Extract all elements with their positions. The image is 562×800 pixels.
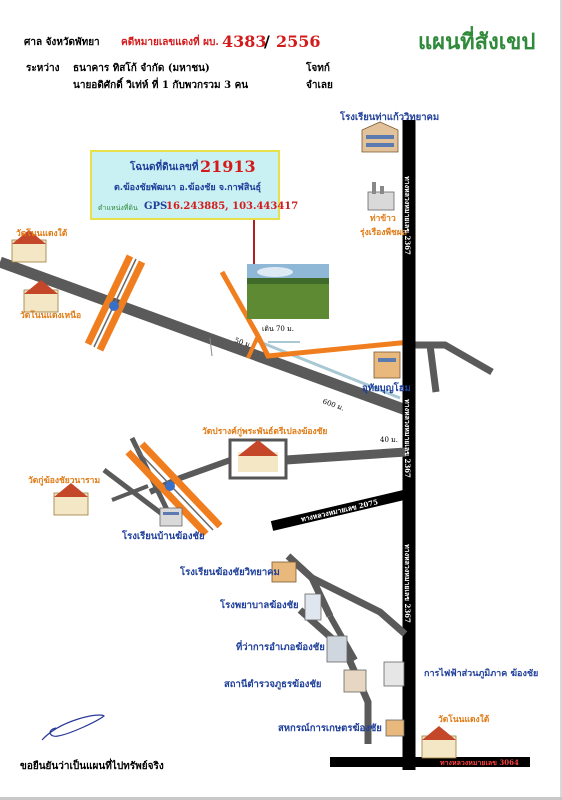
coop-icon (385, 719, 405, 737)
map-title: แผนที่สังเขป (418, 29, 536, 55)
land-photo (247, 264, 329, 319)
school-building-icon (271, 561, 297, 583)
distance-70: เดิน 70 ม. (262, 325, 294, 333)
certify-text: ขอยืนยันว่าเป็นแผนที่ไปทรัพย์จริง (20, 761, 164, 772)
plaintiff-role: โจทก์ (306, 63, 330, 74)
label-hospital: โรงพยาบาลฆ้องชัย (220, 600, 299, 611)
label-wat-nongdaengtai: วัดโนนแดงใต้ (16, 229, 68, 239)
temple-icon (421, 726, 457, 759)
label-rice-mill-2: รุ่งเรืองพืชผล (360, 228, 408, 238)
town-road-2 (310, 574, 408, 637)
label-district-office: ที่ว่าการอำเภอฆ้องชัย (236, 642, 325, 653)
label-wat-khongchai: วัดกู่ฆ้องชัยวนาราม (28, 476, 101, 486)
label-hwy-low: ทางหลวงหมายเลข 2367 (402, 544, 412, 623)
signature (41, 714, 105, 741)
label-police: สถานีตำรวจภูธรฆ้องชัย (224, 679, 322, 690)
label-road-3064: ทางหลวงหมายเลข 3064 (440, 758, 519, 767)
wat-road (285, 447, 407, 465)
gps-prefix: GPS (144, 201, 168, 212)
diagonal-road (0, 256, 408, 416)
case-slash: / (264, 32, 270, 51)
label-school-bankhong: โรงเรียนบ้านฆ้องชัย (122, 531, 205, 542)
road-2075 (270, 489, 410, 531)
defendant-name: นายอดิศักดิ์ วิเท่ห์ ที่ 1 กับพวกรวม 3 ค… (73, 80, 249, 91)
school-building-icon (159, 507, 183, 527)
court-label: ศาล จังหวัดพัทยา (24, 37, 100, 48)
label-uthumbun: อุทัยบุญโฮม (362, 383, 411, 394)
side-road-3 (111, 484, 149, 502)
case-label: คดีหมายเลขแดงที่ ผบ. (121, 37, 219, 48)
label-hwy-top: ทางหลวงหมายเลข 2367 (402, 176, 412, 255)
label-wat-nongdaengnuea: วัดโนนแดงเหนือ (20, 311, 82, 321)
temple-icon (228, 438, 288, 480)
temple-icon (23, 280, 59, 313)
school-building-icon (361, 121, 399, 153)
side-road-1 (102, 468, 172, 522)
case-year: 2556 (276, 32, 321, 51)
label-school-top: โรงเรียนท่าแก้ววิทยาคม (340, 112, 440, 123)
label-coop: สหกรณ์การเกษตรฆ้องชัย (278, 723, 382, 734)
distance-40: 40 ม. (380, 436, 398, 444)
right-branch-stub (426, 344, 440, 393)
access-road-branch (246, 335, 260, 359)
gps-label: ตำแหน่งที่ดิน (98, 204, 138, 212)
canal-line (254, 338, 401, 400)
page-border-right (560, 0, 562, 800)
right-branch-road (408, 341, 494, 376)
label-school-khongchai: โรงเรียนฆ้องชัยวิทยาคม (180, 567, 280, 578)
label-wat-prang: วัดปรางค์กู่พระพันธ์ตรีเปลงฆ้องชัย (202, 427, 328, 437)
deed-location: ต.ฆ้องชัยพัฒนา อ.ฆ้องชัย จ.กาฬสินธุ์ (114, 183, 261, 193)
rail-crossing-1 (84, 254, 146, 352)
deed-number: 21913 (200, 157, 256, 176)
rail-crossing-2 (125, 441, 223, 537)
building-icon (373, 351, 401, 379)
deed-label: โฉนดที่ดินเลขที่ (130, 162, 199, 173)
temple-icon (53, 483, 89, 516)
electricity-office-icon (383, 661, 405, 687)
defendant-role: จำเลย (306, 80, 333, 91)
label-hwy-mid: ทางหลวงหมายเลข 2367 (402, 399, 412, 478)
between-label: ระหว่าง (26, 63, 60, 74)
deed-info-box: โฉนดที่ดินเลขที่ 21913 ต.ฆ้องชัยพัฒนา อ.… (90, 150, 298, 220)
plaintiff-name: ธนาคาร ทิสโก้ จำกัด (มหาชน) (73, 63, 210, 74)
factory-icon (367, 182, 395, 211)
government-office-icon (326, 635, 348, 663)
hospital-icon (304, 593, 322, 621)
label-electricity: การไฟฟ้าส่วนภูมิภาค ฆ้องชัย (424, 669, 539, 679)
label-wat-bottom: วัดโนนแดงใต้ (438, 715, 490, 725)
police-station-icon (343, 669, 367, 693)
label-rice-mill-1: ท่าข้าว (370, 214, 396, 224)
case-number: 4383 (222, 32, 267, 51)
gps-value: 16.243885, 103.443417 (166, 201, 299, 212)
access-road (219, 270, 411, 359)
distance-tick (209, 337, 213, 357)
temple-icon (11, 230, 47, 263)
page-border-bottom (0, 797, 562, 800)
